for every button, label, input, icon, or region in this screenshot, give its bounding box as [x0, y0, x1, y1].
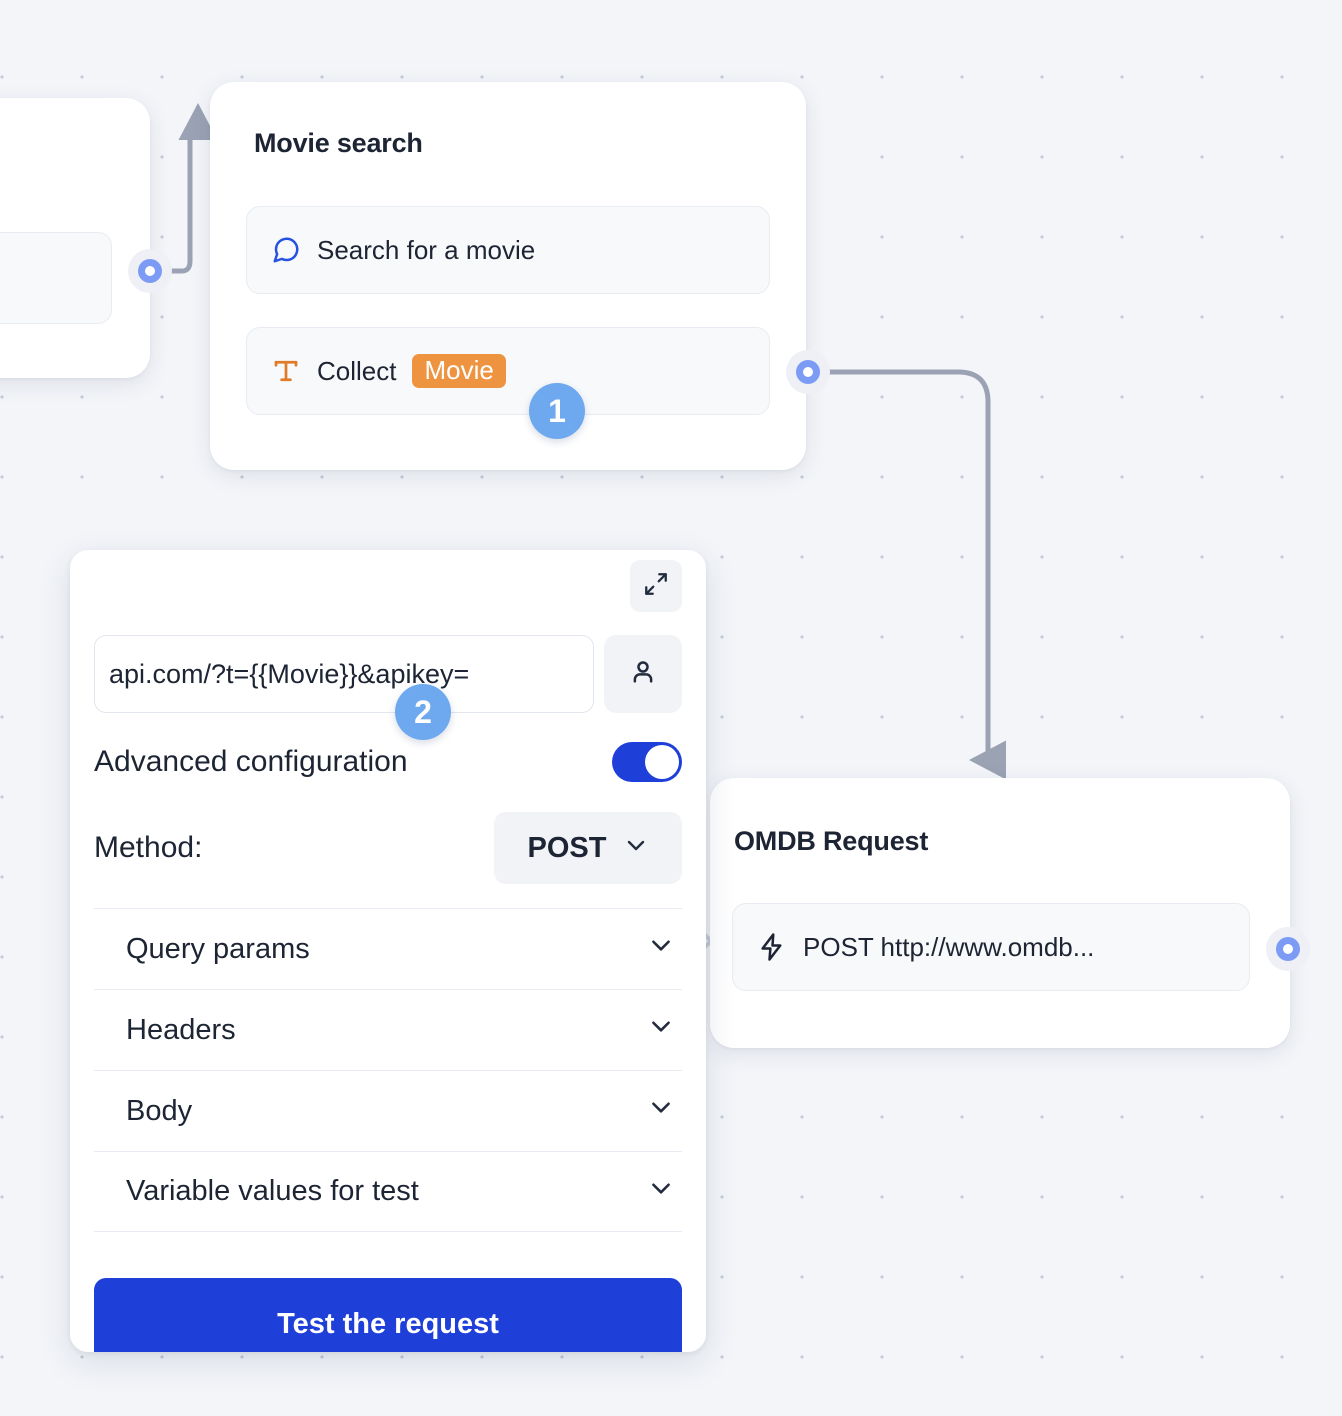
movie-search-title: Movie search: [254, 128, 423, 158]
person-icon: [628, 657, 658, 692]
method-row: Method: POST: [94, 812, 682, 884]
accordion-body[interactable]: Body: [94, 1070, 682, 1151]
expand-panel-button[interactable]: [630, 560, 682, 612]
lightning-bolt-icon: [757, 932, 787, 962]
request-config-panel[interactable]: Advanced configuration Method: POST Quer…: [70, 550, 706, 1352]
accordion-headers-label: Headers: [126, 1013, 236, 1046]
text-t-icon: [271, 356, 301, 386]
step-badge-1: 1: [529, 383, 585, 439]
node-omdb-request[interactable]: OMDB Request POST http://www.omdb...: [710, 778, 1290, 1048]
test-the-request-button[interactable]: Test the request: [94, 1278, 682, 1352]
chevron-down-icon: [624, 832, 648, 865]
partial-node-row[interactable]: [0, 232, 112, 324]
message-bubble-icon: [271, 235, 301, 265]
node-movie-search[interactable]: Movie search Search for a movie Collect: [210, 82, 806, 470]
chevron-down-icon: [648, 1094, 674, 1128]
omdb-request-row-label: POST http://www.omdb...: [803, 931, 1095, 962]
partial-node-card[interactable]: [0, 98, 150, 378]
omdb-request-row[interactable]: POST http://www.omdb...: [732, 903, 1250, 991]
advanced-configuration-row: Advanced configuration: [94, 742, 682, 782]
port-partial-node-output[interactable]: [128, 249, 172, 293]
omdb-request-title: OMDB Request: [734, 826, 929, 856]
accordion-query-params-label: Query params: [126, 932, 310, 965]
method-label: Method:: [94, 831, 203, 864]
chevron-down-icon: [648, 1175, 674, 1209]
accordion-variable-values-label: Variable values for test: [126, 1175, 419, 1207]
accordion-headers[interactable]: Headers: [94, 989, 682, 1070]
variable-chip-movie[interactable]: Movie: [412, 354, 506, 388]
advanced-configuration-toggle[interactable]: [612, 742, 682, 782]
advanced-configuration-label: Advanced configuration: [94, 745, 408, 778]
movie-search-row-search-label: Search for a movie: [317, 234, 536, 265]
toggle-knob: [645, 745, 679, 779]
method-value: POST: [527, 831, 607, 864]
request-url-input[interactable]: [94, 635, 594, 713]
movie-search-row-collect-label: Collect: [317, 355, 397, 386]
chevron-down-icon: [648, 932, 674, 966]
accordion-variable-values-for-test[interactable]: Variable values for test: [94, 1151, 682, 1232]
method-select[interactable]: POST: [494, 812, 682, 884]
expand-diagonal-icon: [643, 571, 669, 602]
accordion-query-params[interactable]: Query params: [94, 908, 682, 989]
edge-movie-to-omdb: [825, 369, 1006, 780]
step-badge-2: 2: [395, 684, 451, 740]
accordion-body-label: Body: [126, 1094, 193, 1127]
port-omdb-request-output[interactable]: [1266, 927, 1310, 971]
edge-partial-to-movie: [169, 102, 218, 274]
url-row: [94, 635, 682, 713]
chevron-down-icon: [648, 1013, 674, 1047]
movie-search-row-collect[interactable]: Collect Movie: [246, 327, 770, 415]
auth-user-button[interactable]: [604, 635, 682, 713]
port-movie-search-output[interactable]: [786, 350, 830, 394]
movie-search-row-search[interactable]: Search for a movie: [246, 206, 770, 294]
accordion-list: Query params Headers Body Variable value…: [94, 908, 682, 1232]
